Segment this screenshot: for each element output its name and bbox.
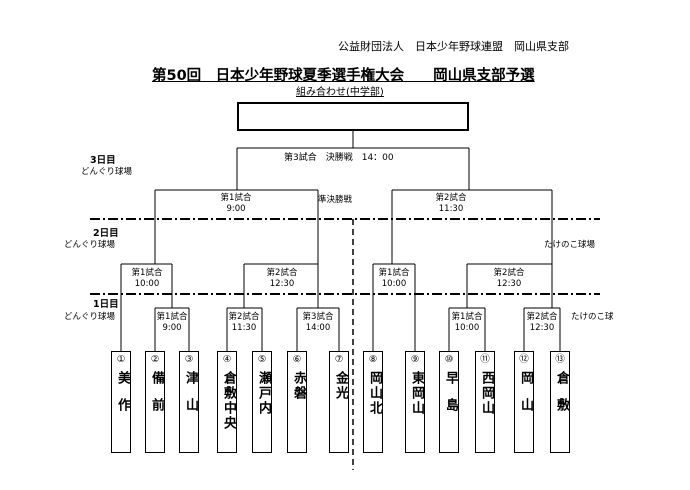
day2-venue-right: たけのこ球場: [544, 240, 596, 250]
organization-name: 公益財団法人 日本少年野球連盟 岡山県支部: [338, 40, 569, 53]
r1c-bracket: [296, 307, 340, 351]
semifinal-label: 準決勝戦: [318, 195, 353, 205]
champion-box: [237, 102, 469, 131]
team-number: ⑩: [444, 354, 454, 365]
team-box: ⑧ 岡山北: [363, 351, 383, 453]
team-box: ② 備前: [145, 351, 165, 453]
team-box: ③ 津山: [179, 351, 199, 453]
team-name: 赤磐: [291, 371, 306, 401]
team-number: ⑬: [555, 354, 565, 365]
team-name: 東岡山: [409, 371, 424, 416]
final-label: 第3試合 決勝戦 14：00: [284, 153, 394, 163]
team-number: ⑫: [519, 354, 529, 365]
team-number: ④: [222, 354, 232, 365]
qf1-bracket: [120, 263, 173, 351]
team-number: ⑥: [292, 354, 302, 365]
r1e-bracket: [523, 307, 561, 351]
team-box: ⑩ 早島: [439, 351, 459, 453]
team-number: ②: [150, 354, 160, 365]
team-box: ④ 倉敷中央: [217, 351, 237, 453]
team-name: 金光: [333, 371, 348, 401]
day1-venue: どんぐり球場: [64, 312, 116, 322]
day3-label: 3日目: [90, 155, 116, 166]
team-number: ①: [116, 354, 126, 365]
r1a-bracket: [154, 307, 190, 351]
team-name: 岡山: [518, 371, 533, 425]
team-name: 津山: [183, 371, 198, 425]
semifinal-left-bracket: [154, 189, 319, 264]
team-name: 美作: [115, 371, 130, 425]
team-name: 岡山北: [367, 371, 382, 416]
qf3-bracket: [372, 263, 416, 351]
team-box: ⑤ 瀬戸内: [252, 351, 272, 453]
day2-label: 2日目: [93, 228, 119, 239]
team-box: ⑨ 東岡山: [405, 351, 425, 453]
semifinal-right-bracket: [391, 189, 553, 264]
team-name: 瀬戸内: [256, 371, 271, 416]
team-number: ⑤: [257, 354, 267, 365]
team-name: 倉敷: [554, 371, 569, 425]
team-name: 倉敷中央: [221, 371, 236, 431]
day2-venue: どんぐり球場: [64, 240, 116, 250]
team-name: 備前: [149, 371, 164, 425]
day1-venue-right: たけのこ球: [571, 312, 614, 322]
day1-label: 1日目: [93, 299, 119, 310]
team-number: ⑪: [480, 354, 490, 365]
team-name: 早島: [443, 371, 458, 425]
team-number: ⑦: [334, 354, 344, 365]
team-number: ⑨: [410, 354, 420, 365]
team-box: ⑪ 西岡山: [475, 351, 495, 453]
r1b-bracket: [226, 307, 263, 351]
qf2-bracket: [243, 263, 319, 308]
team-box: ① 美作: [111, 351, 131, 453]
team-name: 西岡山: [479, 371, 494, 416]
page-title: 第50回 日本少年野球夏季選手権大会 岡山県支部予選: [152, 68, 535, 84]
team-box: ⑬ 倉敷: [550, 351, 570, 453]
team-number: ⑧: [368, 354, 378, 365]
page-subtitle: 組み合わせ(中学部): [296, 87, 384, 98]
day3-venue: どんぐり球場: [81, 167, 133, 177]
r1d-bracket: [448, 307, 486, 351]
team-box: ⑥ 赤磐: [287, 351, 307, 453]
final-bracket: [236, 131, 470, 190]
team-box: ⑦ 金光: [329, 351, 349, 453]
team-box: ⑫ 岡山: [514, 351, 534, 453]
team-number: ③: [184, 354, 194, 365]
qf4-bracket: [466, 263, 553, 308]
